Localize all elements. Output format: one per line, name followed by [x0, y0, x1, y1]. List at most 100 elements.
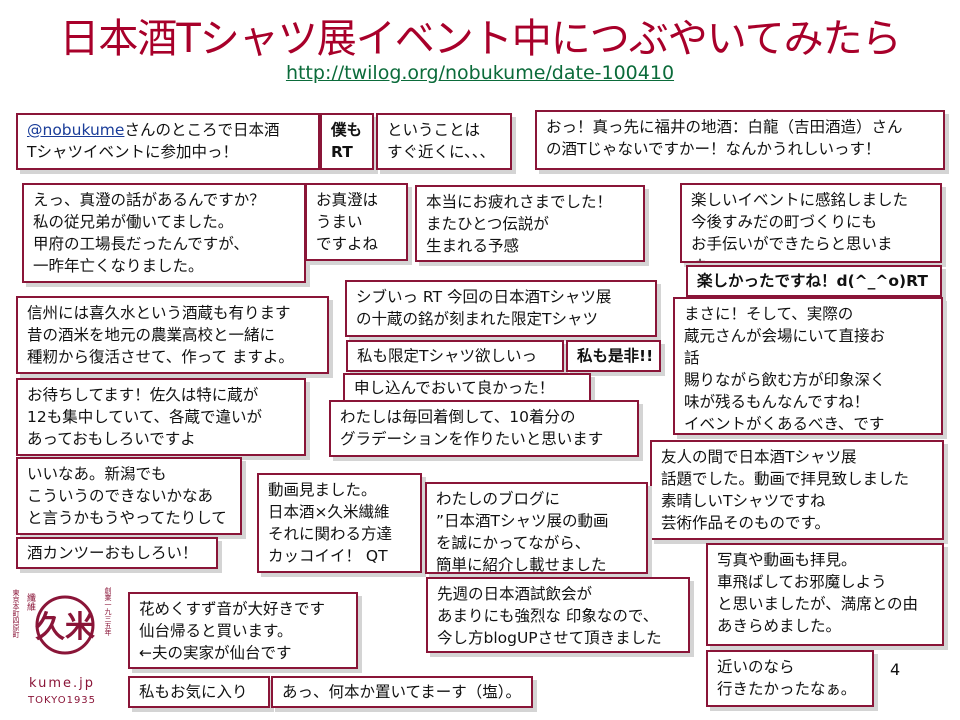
tweet-text: ←夫の実家が仙台です — [139, 644, 292, 662]
tweet-text: 友人の間で日本酒Tシャツ展 — [661, 448, 857, 466]
tweet-text: あまりにも強烈な 印象なので、 — [437, 607, 659, 625]
tweet-text: 申し込んでおいて良かった！ — [354, 379, 555, 397]
tweet-text: おっ！真っ先に福井の地酒：白龍（吉田酒造）さん — [546, 118, 903, 136]
tweet-text: 味が残るもんなんですね！ — [684, 393, 870, 411]
tweet-box: 動画見ました。 日本酒×久米繊維 それに関わる方達 カッコイイ！ QT — [257, 473, 422, 573]
tweet-text: グラデーションを作りたいと思います — [340, 430, 604, 448]
tweet-text: の十蔵の銘が刻まれた限定Tシャツ — [356, 310, 598, 328]
tweet-text: さんのところで日本酒 — [124, 121, 280, 139]
tweet-box: 信州には喜久水という酒蔵も有ります 昔の酒米を地元の農業高校と一緒に 種籾から復… — [16, 296, 329, 374]
tweet-text: 私も是非!! — [577, 347, 654, 365]
tweet-text: 仙台帰ると買います。 — [139, 622, 293, 640]
tweet-text: 先週の日本酒試飲会が — [437, 585, 593, 603]
tweet-text: 種籾から復活させて、作って ますよ。 — [27, 348, 294, 366]
tweet-box: 酒カンツーおもしろい！ — [16, 537, 218, 569]
tweet-box: 私も限定Tシャツ欲しいっ — [346, 340, 564, 372]
tweet-text: 行きたかったなぁ。 — [717, 680, 857, 698]
tweet-box: 近いのなら 行きたかったなぁ。 — [706, 650, 874, 707]
tweet-text: 私もお気に入り — [139, 683, 248, 701]
logo-seal-text: 纖維 — [25, 592, 36, 612]
tweet-box: えっ、真澄の話があるんですか？ 私の従兄弟が働いてました。 甲府の工場長だったん… — [22, 183, 306, 283]
tweet-text: Tシャツイベントに参加中っ！ — [27, 143, 238, 161]
tweet-text: 信州には喜久水という酒蔵も有ります — [27, 304, 291, 322]
tweet-text: 蔵元さんが会場にいて直接お — [684, 327, 886, 345]
logo-domain: kume.jp — [29, 676, 95, 691]
tweet-text: 花めくすず音が大好きです — [139, 600, 326, 618]
tweet-text: 甲府の工場長だったんですが、 — [33, 235, 249, 253]
tweet-box: 先週の日本酒試飲会が あまりにも強烈な 印象なので、 今し方blogUPさせて頂… — [426, 577, 690, 653]
tweet-text: 楽しいイベントに感銘しました — [691, 191, 909, 209]
tweet-text: 酒カンツーおもしろい！ — [27, 544, 198, 562]
tweet-text: 簡単に紹介し載せました — [436, 556, 607, 574]
tweet-text: 写真や動画も拝見。 — [717, 551, 857, 569]
tweet-text: カッコイイ！ QT — [268, 547, 388, 565]
tweet-box: 花めくすず音が大好きです 仙台帰ると買います。 ←夫の実家が仙台です — [128, 592, 358, 669]
tweet-box: わたしは毎回着倒して、10着分の グラデーションを作りたいと思います — [329, 400, 639, 457]
slide-title: 日本酒Tシャツ展イベント中につぶやいてみたら — [59, 16, 901, 62]
tweet-text: 日本酒×久米繊維 — [268, 503, 390, 521]
tweet-text: いいなあ。新潟でも — [27, 465, 167, 483]
tweet-box: 楽しかったですね！d(^_^o)RT — [686, 265, 942, 297]
tweet-box: おっ！真っ先に福井の地酒：白龍（吉田酒造）さん の酒Tじゃないですかー！なんかう… — [535, 110, 945, 170]
tweet-box: 私もお気に入り — [128, 676, 270, 708]
tweet-text: 12も集中していて、各蔵で違いが — [27, 408, 263, 426]
tweet-box: いいなあ。新潟でも こういうのできないかなあ と言うかもうやってたりして — [16, 457, 242, 535]
tweet-text: あきらめました。 — [717, 617, 842, 635]
tweet-box: 本当にお疲れさまでした！ またひとつ伝説が 生まれる予感 — [415, 185, 645, 262]
tweet-text: あっておもしろいですよ — [27, 430, 196, 448]
tweet-text: す — [691, 255, 931, 261]
tweet-text: 素晴しいTシャツですね — [661, 492, 826, 510]
tweet-text: 動画見ました。 — [268, 481, 377, 499]
tweet-text: 近いのなら — [717, 658, 795, 676]
tweet-text: イベントがくあるべき、です — [684, 415, 885, 433]
tweet-text: 今し方blogUPさせて頂きました — [437, 629, 662, 647]
tweet-text: えっ、真澄の話があるんですか？ — [33, 191, 265, 209]
page-number: 4 — [890, 660, 901, 679]
tweet-text: 本当にお疲れさまでした！ — [426, 193, 613, 211]
tweet-box: 楽しいイベントに感銘しました 今後すみだの町づくりにも お手伝いができたらと思い… — [680, 183, 942, 263]
tweet-text: ”日本酒Tシャツ展の動画 — [436, 512, 609, 530]
tweet-text: 車飛ばしてお邪魔しよう — [717, 573, 887, 591]
logo-mark: 久米 — [35, 610, 95, 645]
tweet-text: を誠にかってながら、 — [436, 534, 591, 552]
tweet-text: 昔の酒米を地元の農業高校と一緒に — [27, 326, 276, 344]
tweet-box: わたしのブログに ”日本酒Tシャツ展の動画 を誠にかってながら、 簡単に紹介し載… — [425, 482, 648, 574]
tweet-text: わたしは毎回着倒して、10着分の — [340, 408, 576, 426]
tweet-text: と思いましたが、満席との由 — [717, 595, 919, 613]
tweet-text: 賜りながら飲む方が印象深く — [684, 371, 886, 389]
tweet-text: 話題でした。動画で拝見致しました — [661, 470, 910, 488]
tweet-text: 芸術作品そのものです。 — [661, 514, 830, 532]
mention-link[interactable]: @nobukume — [27, 121, 125, 139]
logo-tagline: TOKYO1935 — [27, 695, 96, 706]
tweet-text: またひとつ伝説が — [426, 215, 549, 233]
tweet-text: と言うかもうやってたりして — [27, 509, 227, 527]
tweet-text: 私も限定Tシャツ欲しいっ — [357, 347, 537, 365]
tweet-text: お待ちしてます！佐久は特に蔵が — [27, 386, 259, 404]
tweet-box: 申し込んでおいて良かった！ — [343, 373, 591, 403]
tweet-text: 僕も — [331, 121, 363, 139]
tweet-text: すぐ近くに、、、 — [387, 143, 496, 161]
tweet-text: 一昨年亡くなりました。 — [33, 257, 204, 275]
tweet-text: うまい — [316, 213, 363, 231]
tweet-text: お真澄は — [316, 191, 379, 209]
tweet-text: 生まれる予感 — [426, 237, 520, 255]
twilog-link[interactable]: http://twilog.org/nobukume/date-100410 — [285, 62, 675, 84]
tweet-text: あっ、何本か置いてまーす（塩）。 — [282, 683, 522, 701]
tweet-box: まさに！そして、実際の 蔵元さんが会場にいて直接お 話 賜りながら飲む方が印象深… — [673, 297, 943, 435]
tweet-box: シブいっ RT 今回の日本酒Tシャツ展 の十蔵の銘が刻まれた限定Tシャツ — [345, 280, 657, 337]
tweet-box: @nobukumeさんのところで日本酒 Tシャツイベントに参加中っ！ — [16, 113, 320, 170]
tweet-text: ですよね — [316, 235, 379, 253]
tweet-box: 友人の間で日本酒Tシャツ展 話題でした。動画で拝見致しました 素晴しいTシャツで… — [650, 440, 944, 540]
tweet-text: わたしのブログに — [436, 490, 561, 508]
tweet-text: の酒Tじゃないですかー！なんかうれしいっす！ — [546, 140, 881, 158]
tweet-box: お待ちしてます！佐久は特に蔵が 12も集中していて、各蔵で違いが あっておもしろ… — [16, 378, 306, 456]
logo-side-text-right: 創業一九三五年 — [104, 586, 112, 637]
tweet-text: それに関わる方達 — [268, 525, 393, 543]
tweet-text: 今後すみだの町づくりにも — [691, 213, 878, 231]
tweet-box: ということは すぐ近くに、、、 — [376, 113, 512, 170]
logo-side-text-left: 東京本町四原町 — [12, 588, 20, 638]
tweet-box: お真澄は うまい ですよね — [305, 183, 408, 261]
tweet-text: 楽しかったですね！d(^_^o)RT — [697, 272, 928, 290]
tweet-box: あっ、何本か置いてまーす（塩）。 — [271, 676, 533, 708]
tweet-text: お手伝いができたらと思いま — [691, 235, 893, 253]
